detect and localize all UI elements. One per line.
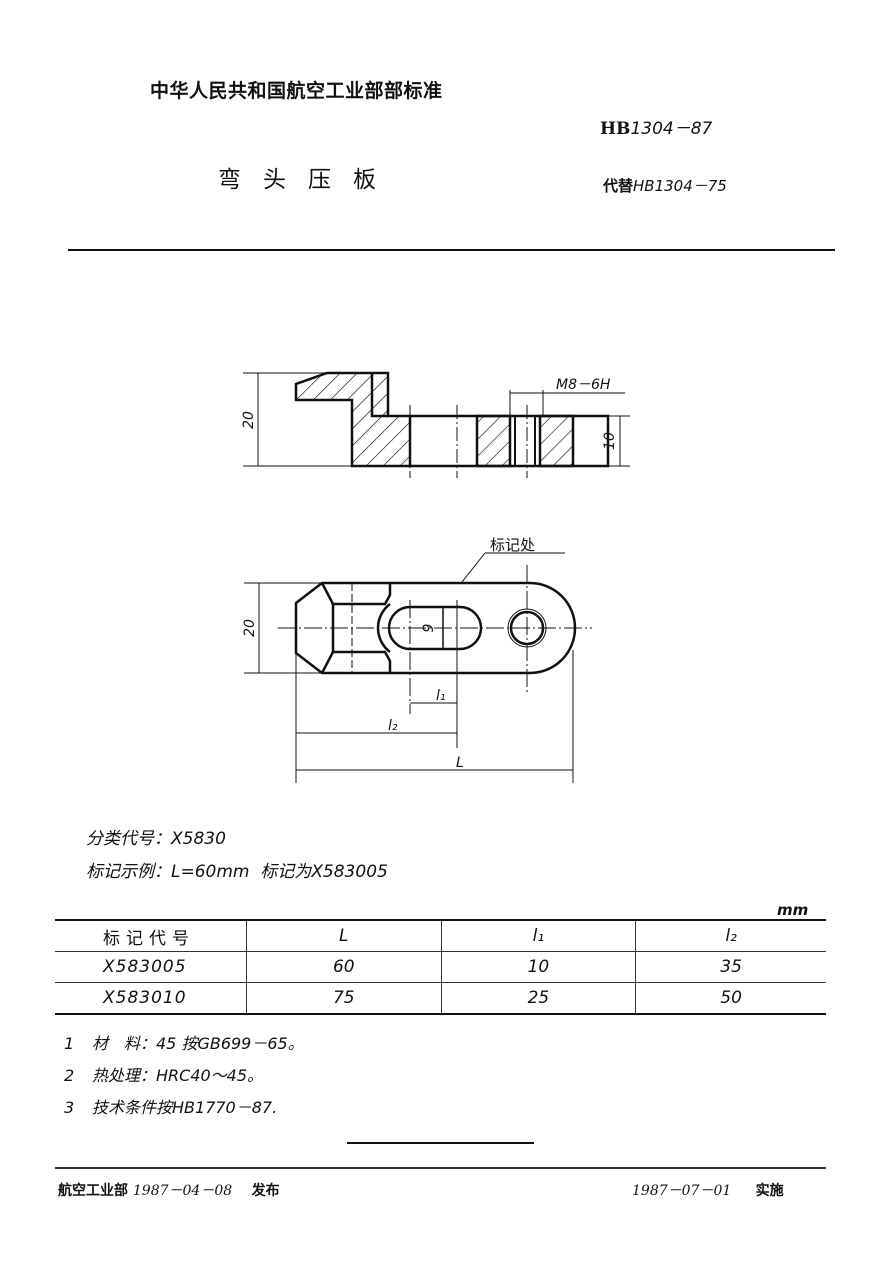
dimension-table: 标记代号 L l₁ l₂ X583005 60 10 35 X583010 75… xyxy=(55,919,826,1015)
classification-value: X5830 xyxy=(171,829,226,849)
issue-label: 发布 xyxy=(251,1183,280,1199)
cell-l1: 10 xyxy=(440,951,636,983)
cell-mark-code: X583010 xyxy=(55,982,247,1015)
replaces-number: HB1304－75 xyxy=(633,177,727,195)
mark-location-label: 标记处 xyxy=(490,536,535,554)
note-number: 3 xyxy=(64,1098,75,1117)
note-text: 材 料：45 按GB699－65。 xyxy=(92,1034,304,1053)
note-item: 2 热处理：HRC40～45。 xyxy=(64,1062,263,1086)
header-L: L xyxy=(246,919,442,952)
footer-issue: 航空工业部 1987－04－08 发布 xyxy=(58,1180,280,1200)
issue-date: 1987－04－08 xyxy=(132,1183,233,1199)
front-dim-10: 10 xyxy=(602,432,618,450)
effective-date: 1987－07－01 xyxy=(632,1183,732,1199)
header-l2: l₂ xyxy=(635,919,826,952)
dim-L: L xyxy=(456,755,464,771)
note-text: 技术条件按HB1770－87. xyxy=(92,1098,278,1117)
cell-L: 75 xyxy=(246,982,442,1015)
standard-number-value: 1304－87 xyxy=(630,119,713,139)
cell-l2: 35 xyxy=(635,951,826,983)
slot-width-9: 9 xyxy=(421,623,437,632)
standard-number: HB1304－87 xyxy=(600,114,712,139)
document-title: 弯头压板 xyxy=(218,167,398,193)
issuing-organization: 中华人民共和国航空工业部部标准 xyxy=(150,80,443,102)
header-mark-code: 标记代号 xyxy=(55,919,247,952)
marking-example-label: 标记示例： xyxy=(86,862,171,882)
thread-label: M8－6H xyxy=(556,377,611,393)
issuer: 航空工业部 xyxy=(58,1183,128,1199)
table-row: X583010 75 25 50 xyxy=(55,982,826,1015)
note-item: 1 材 料：45 按GB699－65。 xyxy=(64,1030,304,1054)
table-header-row: 标记代号 L l₁ l₂ xyxy=(55,919,826,952)
end-of-text-rule xyxy=(347,1142,534,1144)
note-number: 1 xyxy=(64,1034,75,1053)
footer-effective: 1987－07－01 实施 xyxy=(632,1180,784,1200)
note-number: 2 xyxy=(64,1066,75,1085)
table-unit: mm xyxy=(777,901,809,919)
front-view xyxy=(243,371,630,478)
marking-as-value: X583005 xyxy=(311,862,388,882)
note-text: 热处理：HRC40～45。 xyxy=(92,1066,264,1085)
replaces-label: 代替 xyxy=(603,177,634,195)
effective-label: 实施 xyxy=(755,1183,784,1199)
cell-l2: 50 xyxy=(635,982,826,1015)
dim-l1: l₁ xyxy=(436,688,446,704)
cell-L: 60 xyxy=(246,951,442,983)
table-row: X583005 60 10 35 xyxy=(55,951,826,983)
classification-label: 分类代号： xyxy=(86,829,171,849)
header-l1: l₁ xyxy=(440,919,636,952)
marking-as-label: 标记为 xyxy=(260,862,312,882)
standard-prefix: HB xyxy=(600,119,631,139)
classification-line: 分类代号：X5830 xyxy=(86,824,226,849)
top-dim-20: 20 xyxy=(242,619,258,637)
marking-example-value: L=60mm xyxy=(171,862,250,882)
cell-mark-code: X583005 xyxy=(55,951,247,983)
dim-l2: l₂ xyxy=(388,718,398,734)
marking-example-line: 标记示例：L=60mm 标记为X583005 xyxy=(86,857,388,882)
header-divider xyxy=(68,249,835,251)
note-item: 3 技术条件按HB1770－87. xyxy=(64,1094,277,1118)
top-view xyxy=(244,552,592,783)
cell-l1: 25 xyxy=(440,982,636,1015)
technical-drawing: 20 10 M8－6H 20 9 标 xyxy=(241,371,630,783)
footer-divider xyxy=(55,1167,826,1169)
front-dim-20: 20 xyxy=(241,411,257,429)
replaces-standard: 代替HB1304－75 xyxy=(603,175,727,196)
